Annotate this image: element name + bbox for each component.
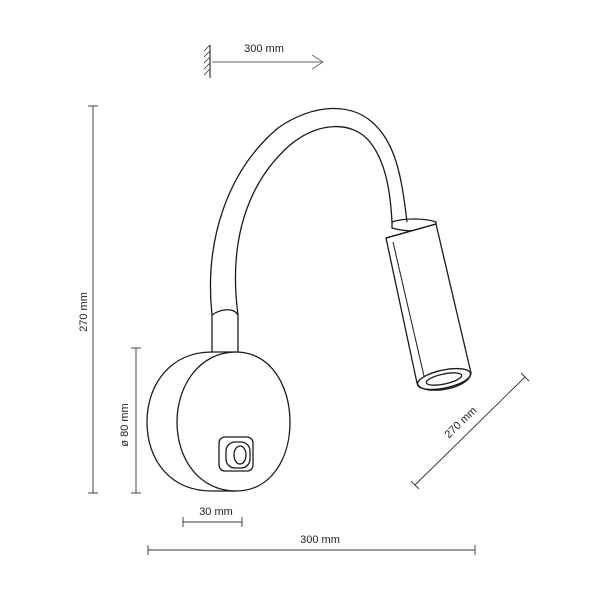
switch-knob (233, 445, 247, 465)
wall-projection-label: 300 mm (244, 43, 284, 55)
depth-label: 30 mm (199, 506, 233, 518)
wall-hatch (203, 44, 211, 76)
width-dimension (147, 545, 476, 555)
height-label: 270 mm (78, 292, 90, 332)
base-face (176, 351, 291, 492)
lamp-head (385, 223, 472, 391)
diameter-dimension (131, 347, 141, 494)
depth-dimension (182, 517, 243, 527)
projection-arrow-head (311, 54, 324, 70)
base-side (146, 351, 213, 492)
arm-collar (211, 309, 239, 352)
switch-middle (225, 441, 251, 469)
wall-projection-indicator: 300 mm (203, 43, 324, 78)
gooseneck-arm-outer (209, 107, 408, 316)
arm-length-label: 270 mm (442, 405, 479, 441)
lamp-head-top-edge (385, 223, 437, 239)
lamp-lens-outer (416, 367, 472, 391)
gooseneck-arm-inner (234, 125, 393, 316)
arm-length-dimension (410, 372, 530, 490)
lamp-lens-inner (425, 372, 463, 386)
height-dimension (88, 105, 98, 494)
lamp-outline (146, 107, 472, 492)
width-label: 300 mm (300, 534, 340, 546)
diameter-label: ø 80 mm (119, 403, 131, 446)
switch-outer (218, 436, 254, 472)
lamp-head-highlight (392, 241, 425, 377)
